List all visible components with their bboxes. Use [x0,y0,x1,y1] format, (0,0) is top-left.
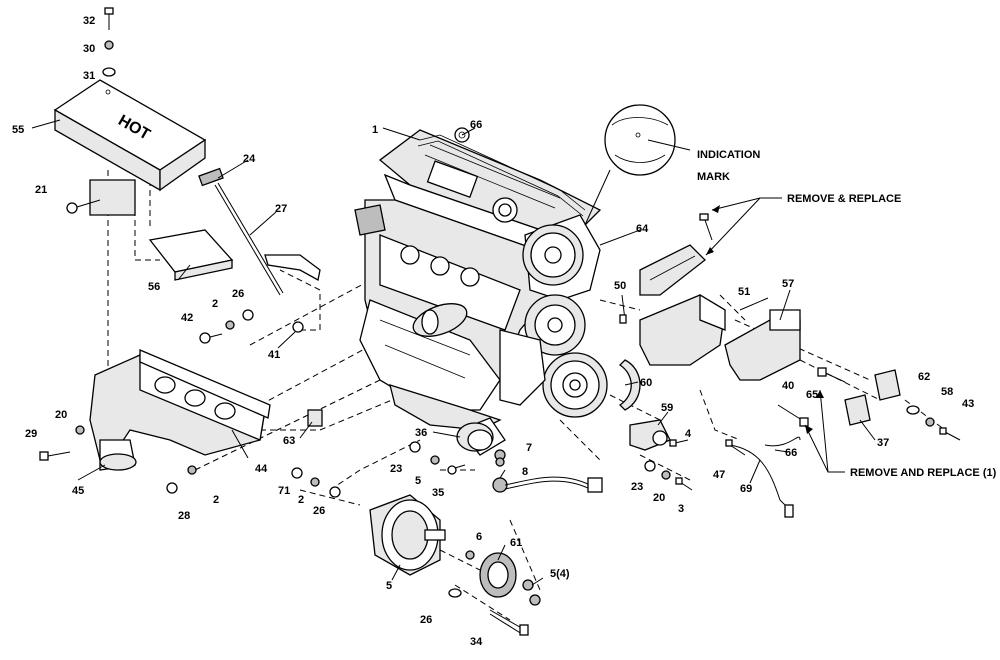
callout-label: 27 [275,203,287,215]
callout-label: 1 [372,124,378,136]
callout-label: 66 [785,447,797,459]
indication-mark-label: INDICATION [697,149,760,161]
alternator [369,494,446,576]
callout-label: 63 [283,435,295,447]
callout-label: 26 [420,614,432,626]
callout-label: 6 [476,531,482,543]
callout-label: 69 [740,483,752,495]
callout-label: 47 [713,469,725,481]
callout-label: 30 [83,43,95,55]
callout-label: 5 [415,475,421,487]
callout-label: 66 [470,119,482,131]
dipstick [198,167,321,296]
callout-label: 45 [72,485,84,497]
callout-label: 29 [25,428,37,440]
remove-and-replace-1-note: REMOVE AND REPLACE (1) [850,467,997,479]
callout-label: 7 [526,442,532,454]
callout-label: 51 [738,286,750,298]
callout-labels: 32 30 31 55 21 24 27 56 1 66 64 50 51 57… [12,15,974,648]
callout-label: 35 [432,487,444,499]
callout-label: 43 [962,398,974,410]
callout-label: 23 [631,481,643,493]
callout-label: 44 [255,463,268,475]
callout-label: 41 [268,349,280,361]
callout-label: 2 [298,494,304,506]
callout-label: 24 [243,153,256,165]
callout-label: 23 [390,463,402,475]
callout-label: 59 [661,402,673,414]
note-arrows [705,197,845,473]
callout-label: 56 [148,281,160,293]
callout-leaders [31,119,876,586]
callout-label: 2 [213,494,219,506]
ring-60 [618,359,641,411]
callout-label: 32 [83,15,95,27]
callout-label: 4 [685,428,692,440]
callout-label: 20 [55,409,67,421]
callout-label: 5 [386,580,392,592]
callout-label: 26 [313,505,325,517]
wire-harness-66 [729,436,801,518]
callout-label: 71 [278,485,290,497]
callout-label: 57 [782,278,794,290]
remove-replace-note: REMOVE & REPLACE [787,193,901,205]
callout-label: 8 [522,466,528,478]
callout-label: 65 [806,389,818,401]
callout-label: 36 [415,427,427,439]
exhaust-manifold [89,349,271,471]
callout-label: 62 [918,371,930,383]
callout-label: 26 [232,288,244,300]
callout-label: 34 [470,636,483,648]
callout-label: 64 [636,223,649,235]
engine-assembly [354,127,608,456]
callout-label: 21 [35,184,47,196]
callout-label: 50 [614,280,626,292]
callout-label: 42 [181,312,193,324]
callout-label: 60 [640,377,652,389]
callout-label: 40 [782,380,794,392]
callout-label: 55 [12,124,24,136]
callout-label: 28 [178,510,190,522]
timing-cover [639,244,706,296]
pulley-61 [479,552,517,598]
callout-label: 31 [83,70,95,82]
heat-shield: HOT [53,79,207,216]
callout-label: 2 [212,298,218,310]
sensor-8 [492,449,603,493]
callout-label: 20 [653,492,665,504]
callout-label: 58 [941,386,953,398]
callout-label: 3 [678,503,684,515]
callout-label: 61 [510,537,522,549]
callout-label: 37 [877,437,889,449]
sensor-37 [844,369,901,426]
callout-label: 5(4) [550,568,570,580]
indication-mark-detail [584,104,691,226]
fasteners [39,7,961,636]
indication-mark-label-2: MARK [697,171,730,183]
